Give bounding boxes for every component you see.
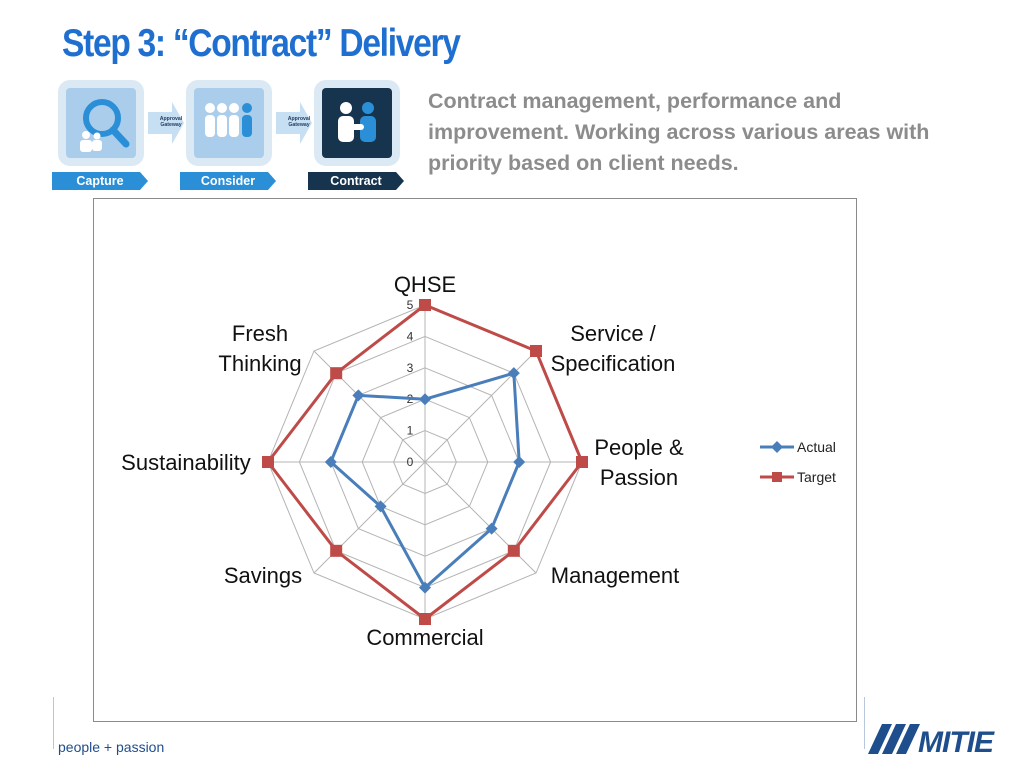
gateway-arrow-1: Approval Gateway <box>148 98 184 148</box>
mitie-logo-icon: MITIE <box>868 724 996 759</box>
magnifier-people-icon <box>80 99 130 152</box>
data-point-target <box>419 299 431 311</box>
people-group-icon <box>205 103 252 137</box>
process-diagram: Approval Gateway Approval Gateway <box>52 78 404 192</box>
gateway-label: Approval Gateway <box>159 116 183 128</box>
tick-label: 1 <box>407 424 414 438</box>
step-label-consider: Consider <box>200 174 256 188</box>
grid-spoke <box>424 350 537 463</box>
footer-divider-right <box>864 697 865 749</box>
data-point-target <box>419 613 431 625</box>
data-point-actual <box>324 456 337 468</box>
arrow-right-icon <box>148 102 184 144</box>
category-label: People &Passion <box>594 435 684 490</box>
tick-label: 3 <box>407 361 414 375</box>
category-label: Sustainability <box>121 450 251 475</box>
data-point-target <box>262 456 274 468</box>
step-consider-tile <box>186 80 272 166</box>
handshake-icon <box>338 102 376 142</box>
step-contract-tile <box>314 80 400 166</box>
data-point-actual <box>352 389 365 402</box>
logo-wordmark: MITIE <box>918 726 995 754</box>
tick-label: 0 <box>407 455 414 469</box>
footer-divider <box>53 697 54 749</box>
step-label-contract: Contract <box>330 174 382 188</box>
data-point-target <box>507 544 520 557</box>
data-point-target <box>576 456 588 468</box>
footer-tagline: people + passion <box>58 739 165 755</box>
data-point-target <box>330 367 343 380</box>
step-label-tags <box>52 172 404 190</box>
arrow-right-icon <box>276 102 312 144</box>
legend-label-actual: Actual <box>797 439 836 455</box>
legend-marker-target <box>772 472 782 482</box>
data-point-actual <box>485 522 498 535</box>
step-capture-tile <box>58 80 144 166</box>
data-point-actual <box>507 367 520 380</box>
tick-label: 5 <box>407 298 414 312</box>
data-point-target <box>530 344 543 357</box>
intro-text: Contract management, performance and imp… <box>428 89 930 175</box>
step-label-capture: Capture <box>76 174 124 188</box>
tick-label: 4 <box>407 329 414 343</box>
category-label: Savings <box>224 563 302 588</box>
data-point-actual <box>513 456 526 468</box>
category-label: QHSE <box>394 272 456 297</box>
category-label: Management <box>551 563 679 588</box>
legend-marker-actual <box>771 441 783 453</box>
slide-title: Step 3: “Contract” Delivery <box>62 22 461 65</box>
legend-label-target: Target <box>797 469 836 485</box>
category-label: Service /Specification <box>551 321 676 376</box>
category-label: Commercial <box>366 625 483 650</box>
gateway-label: Approval Gateway <box>287 116 311 128</box>
data-point-actual <box>374 500 387 513</box>
mitie-logo: MITIE <box>868 724 1002 759</box>
data-point-target <box>330 544 343 557</box>
data-point-actual <box>419 393 431 406</box>
gateway-arrow-2: Approval Gateway <box>276 98 312 148</box>
data-point-actual <box>419 581 431 594</box>
